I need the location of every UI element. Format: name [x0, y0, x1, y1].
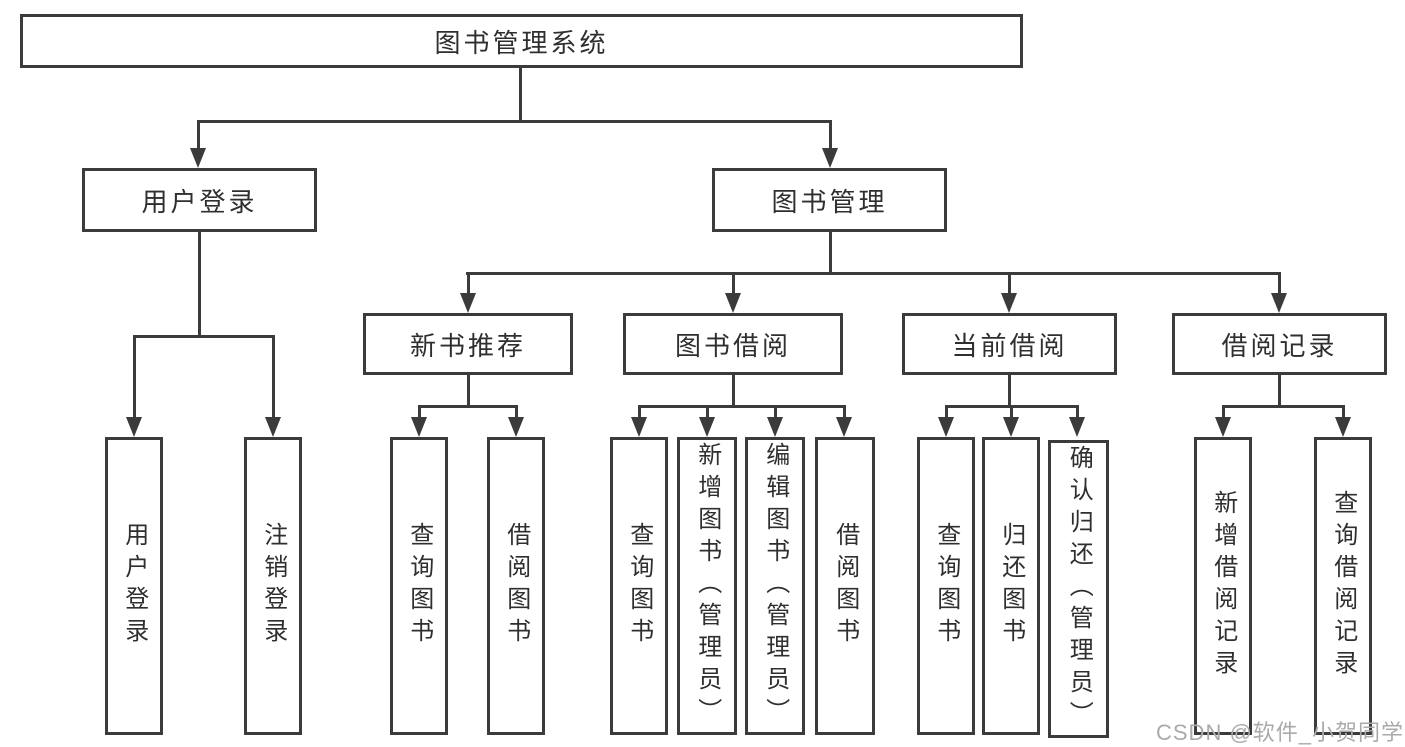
arrowhead-book-mgmt-icon	[822, 148, 838, 168]
arrowhead-borrow-records-icon	[1271, 293, 1287, 313]
leaf-logout-label: 注销登录	[259, 522, 287, 650]
connector-group1-bar	[133, 335, 275, 338]
leaf-br-add-record-label: 新增借阅记录	[1209, 490, 1237, 682]
leaf-bb-query-books: 查询图书	[610, 437, 668, 735]
leaf-br-query-record-label: 查询借阅记录	[1329, 490, 1357, 682]
arrowhead-g4-a-icon	[938, 417, 954, 437]
connector-to-borrow-records	[1278, 272, 1281, 294]
node-root: 图书管理系统	[20, 14, 1023, 68]
connector-g2-b	[515, 405, 518, 417]
arrowhead-g1-right-icon	[265, 417, 281, 437]
arrowhead-g3-c-icon	[767, 417, 783, 437]
leaf-cb-return-books: 归还图书	[982, 437, 1040, 735]
leaf-nb-borrow-books: 借阅图书	[487, 437, 545, 735]
node-borrow-records-label: 借阅记录	[1221, 330, 1338, 361]
connector-group5-bar	[1222, 405, 1344, 408]
connector-level2-bar	[197, 120, 831, 123]
connector-g1-left	[133, 335, 136, 417]
connector-g5-b	[1342, 405, 1345, 417]
leaf-br-add-record: 新增借阅记录	[1194, 437, 1252, 735]
connector-level3-bar	[466, 272, 1281, 275]
connector-book-borrow-down	[732, 375, 735, 405]
leaf-bb-query-books-label: 查询图书	[625, 522, 653, 650]
connector-root-down	[519, 68, 522, 120]
arrowhead-g5-b-icon	[1335, 417, 1351, 437]
connector-g2-a	[418, 405, 421, 417]
connector-g3-a	[638, 405, 641, 417]
arrowhead-book-borrow-icon	[725, 293, 741, 313]
connector-to-user-login	[197, 120, 200, 150]
leaf-user-login-label: 用户登录	[120, 522, 148, 650]
leaf-nb-query-books: 查询图书	[390, 437, 448, 735]
connector-g4-c	[1076, 405, 1079, 417]
node-book-borrow: 图书借阅	[623, 313, 843, 375]
leaf-br-query-record: 查询借阅记录	[1314, 437, 1372, 735]
node-current-borrow: 当前借阅	[902, 313, 1117, 375]
connector-g3-d	[843, 405, 846, 417]
leaf-cb-confirm-return-admin: 确认归还（管理员）	[1048, 440, 1109, 738]
leaf-logout: 注销登录	[244, 437, 302, 735]
arrowhead-g3-d-icon	[836, 417, 852, 437]
connector-group3-bar	[638, 405, 846, 408]
connector-g5-a	[1222, 405, 1225, 417]
arrowhead-g1-left-icon	[126, 417, 142, 437]
node-book-mgmt: 图书管理	[712, 168, 947, 232]
connector-current-borrow-down	[1008, 375, 1011, 405]
node-user-login: 用户登录	[82, 168, 317, 232]
arrowhead-g2-b-icon	[508, 417, 524, 437]
arrowhead-g4-c-icon	[1069, 417, 1085, 437]
node-new-book-label: 新书推荐	[409, 330, 526, 361]
leaf-cb-query-books-label: 查询图书	[932, 522, 960, 650]
leaf-cb-confirm-return-admin-label: 确认归还（管理员）	[1065, 445, 1093, 733]
leaf-cb-query-books: 查询图书	[917, 437, 975, 735]
node-user-login-label: 用户登录	[141, 186, 258, 217]
arrowhead-current-borrow-icon	[1001, 293, 1017, 313]
leaf-bb-borrow-books-label: 借阅图书	[831, 522, 859, 650]
connector-g4-b	[1010, 405, 1013, 417]
arrowhead-g2-a-icon	[411, 417, 427, 437]
node-book-borrow-label: 图书借阅	[674, 330, 791, 361]
node-root-label: 图书管理系统	[434, 27, 609, 58]
node-current-borrow-label: 当前借阅	[951, 330, 1068, 361]
connector-g4-a	[945, 405, 948, 417]
connector-to-book-borrow	[732, 272, 735, 294]
leaf-bb-add-books-admin: 新增图书（管理员）	[677, 437, 737, 735]
arrowhead-user-login-icon	[190, 148, 206, 168]
node-borrow-records: 借阅记录	[1172, 313, 1387, 375]
node-new-book: 新书推荐	[363, 313, 573, 375]
connector-g1-right	[272, 335, 275, 417]
leaf-bb-add-books-admin-label: 新增图书（管理员）	[693, 442, 721, 730]
arrowhead-g4-b-icon	[1003, 417, 1019, 437]
leaf-user-login: 用户登录	[105, 437, 163, 735]
connector-to-book-mgmt	[829, 120, 832, 150]
arrowhead-g3-b-icon	[699, 417, 715, 437]
arrowhead-g5-a-icon	[1215, 417, 1231, 437]
connector-to-current-borrow	[1008, 272, 1011, 294]
arrowhead-g3-a-icon	[631, 417, 647, 437]
leaf-bb-edit-books-admin: 编辑图书（管理员）	[745, 437, 805, 735]
leaf-nb-borrow-books-label: 借阅图书	[502, 522, 530, 650]
connector-g3-b	[706, 405, 709, 417]
leaf-cb-return-books-label: 归还图书	[997, 522, 1025, 650]
arrowhead-new-book-icon	[460, 293, 476, 313]
connector-book-mgmt-down	[829, 232, 832, 272]
node-book-mgmt-label: 图书管理	[771, 186, 888, 217]
connector-g3-c	[774, 405, 777, 417]
connector-new-book-down	[467, 375, 470, 405]
csdn-watermark: CSDN @软件_小贺同学	[1156, 720, 1405, 745]
connector-to-new-book	[467, 272, 470, 294]
connector-borrow-records-down	[1278, 375, 1281, 405]
leaf-nb-query-books-label: 查询图书	[405, 522, 433, 650]
leaf-bb-borrow-books: 借阅图书	[815, 437, 875, 735]
connector-user-login-down	[198, 232, 201, 335]
leaf-bb-edit-books-admin-label: 编辑图书（管理员）	[761, 442, 789, 730]
connector-group2-bar	[418, 405, 518, 408]
